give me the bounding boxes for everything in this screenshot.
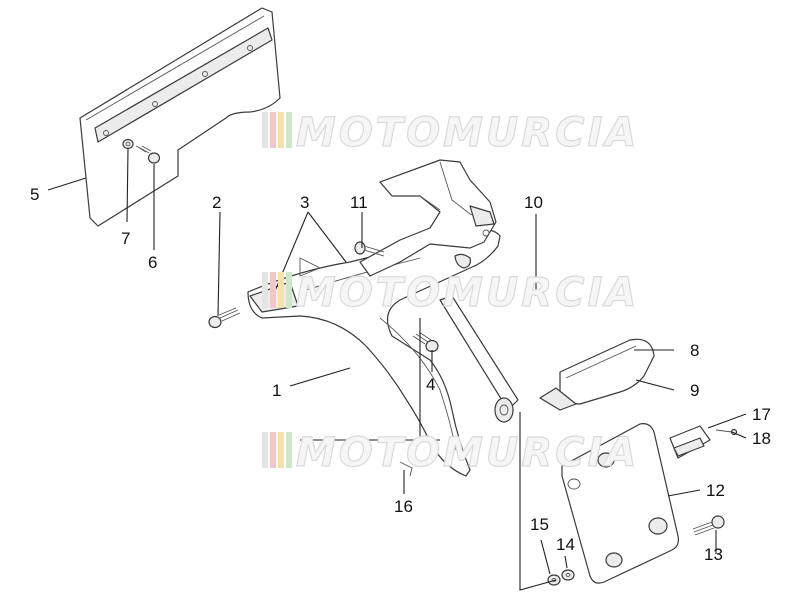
watermark-middle: MOTOMURCIA — [262, 269, 639, 317]
part-mud-flap — [79, 7, 281, 227]
callout-16: 16 — [394, 497, 413, 516]
part-upper-bracket — [359, 159, 497, 277]
callout-3: 3 — [300, 193, 309, 212]
callout-1: 1 — [272, 381, 281, 400]
part-screw — [412, 331, 439, 353]
part-license-plate — [561, 423, 679, 584]
part-washer — [122, 138, 134, 150]
watermark-text: MOTOMURCIA — [296, 270, 639, 316]
callout-6: 6 — [148, 253, 157, 272]
part-screw — [135, 145, 161, 164]
callout-8: 8 — [690, 341, 699, 360]
part-screw — [692, 515, 725, 536]
callout-17: 17 — [752, 405, 771, 424]
callout-18: 18 — [752, 429, 771, 448]
watermark-top: MOTOMURCIA — [262, 109, 639, 157]
callout-15: 15 — [530, 515, 549, 534]
callout-12: 12 — [706, 481, 725, 500]
part-reflector — [539, 338, 655, 411]
part-clip — [399, 461, 413, 477]
callout-14: 14 — [556, 535, 575, 554]
callout-labels: 5 7 6 2 3 11 10 1 4 8 9 17 18 12 16 15 1… — [30, 185, 771, 564]
watermark-text: MOTOMURCIA — [296, 430, 639, 476]
watermark-text: MOTOMURCIA — [296, 110, 639, 156]
callout-9: 9 — [690, 381, 699, 400]
callout-7: 7 — [121, 229, 130, 248]
callout-10: 10 — [524, 193, 543, 212]
callout-5: 5 — [30, 185, 39, 204]
callout-11: 11 — [350, 193, 368, 212]
part-washer — [561, 569, 575, 581]
part-screw — [208, 307, 241, 329]
callout-2: 2 — [212, 193, 221, 212]
leader-lines — [47, 147, 747, 591]
callout-4: 4 — [426, 375, 435, 394]
part-plate-light — [669, 425, 738, 459]
part-bracket-arm — [439, 295, 519, 423]
watermark-bottom: MOTOMURCIA — [262, 429, 639, 477]
callout-13: 13 — [704, 545, 723, 564]
